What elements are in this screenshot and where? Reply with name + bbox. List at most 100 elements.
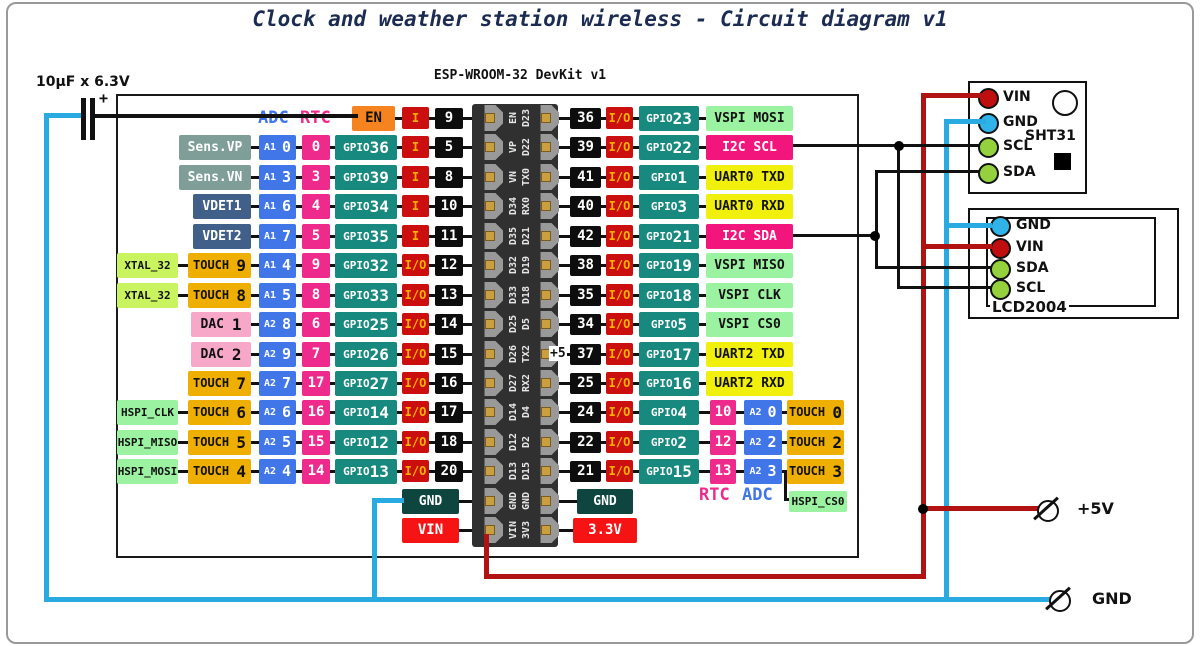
pin-box-i2c-scl: I2C SCL [706, 134, 793, 160]
header-pin-pad [540, 252, 559, 278]
sensor-opening-icon [1052, 90, 1078, 116]
sht31-name: SHT31 [1025, 128, 1076, 144]
pin-box-i-o: I/O [402, 460, 429, 482]
pin-box-a1-0: A1 0 [259, 134, 296, 160]
label-part: TOUCH [789, 405, 833, 419]
pin-box-i-o: I/O [402, 372, 429, 394]
pin-box-sens.vn: Sens.VN [179, 164, 251, 190]
pin-box-12: 12 [435, 254, 463, 276]
pin-box-25: 25 [570, 372, 601, 394]
label-part: 26 [369, 344, 389, 364]
adc-header-bottom: ADC [742, 485, 773, 505]
wire-sda-sht31-h [875, 170, 980, 173]
pin-box-i-o: I/O [606, 460, 633, 482]
pin-box-i-o: I/O [402, 284, 429, 306]
vin-pin-icon [978, 88, 999, 109]
label-part: GPIO [646, 347, 673, 361]
pin-box-a2-9: A2 9 [259, 341, 296, 367]
header-pin-pad [540, 370, 559, 396]
pin-box-a1-4: A1 4 [259, 252, 296, 278]
header-pin-pad [484, 105, 503, 131]
label-part: A2 [263, 318, 283, 330]
pin-box-14: 14 [435, 313, 463, 335]
label-part: GPIO [343, 288, 370, 302]
label-part: A2 [263, 377, 283, 389]
label-part: 2 [677, 432, 688, 452]
pin-box-3.3v: 3.3V [573, 517, 637, 543]
label-part: GPIO [343, 170, 370, 184]
header-pin-pad [540, 164, 559, 190]
label-part: GPIO [343, 405, 370, 419]
header-pin-pad [484, 429, 503, 455]
label-part: 12 [369, 432, 389, 452]
label-part: 5 [282, 286, 292, 304]
label-part: 2 [767, 433, 777, 451]
label-part: 3 [767, 462, 777, 480]
pad-center [485, 496, 495, 506]
pin-box-38: 38 [570, 254, 601, 276]
label-part: A1 [263, 289, 283, 301]
header-pin-pad [540, 134, 559, 160]
header-pin-pad [540, 193, 559, 219]
pin-box-touch-7: TOUCH 7 [188, 370, 251, 396]
pin-box-a1-6: A1 6 [259, 193, 296, 219]
gnd-pin-icon [990, 216, 1011, 237]
header-pin-pad [484, 223, 503, 249]
pin-box-uart2-rxd: UART2 RXD [706, 370, 793, 396]
label-part: 17 [672, 344, 692, 364]
pin-box-i: I [402, 136, 429, 158]
row-connector-left [121, 470, 474, 473]
pin-box-3: 3 [302, 164, 330, 190]
pad-center [541, 437, 551, 447]
pin-box-15: 15 [435, 343, 463, 365]
pin-box-16: 16 [435, 372, 463, 394]
label-part: A2 [263, 406, 283, 418]
pin-box-uart0-txd: UART0 TXD [706, 164, 793, 190]
label-part: 27 [369, 373, 389, 393]
sda-pin-icon [978, 163, 999, 184]
junction-dot [870, 231, 880, 241]
label-part: GPIO [650, 405, 678, 419]
pin-box-i-o: I/O [402, 401, 429, 423]
pad-center [541, 466, 551, 476]
label-part: 9 [236, 255, 246, 275]
pad-center [485, 142, 495, 152]
chip-pin-label: VIN [508, 520, 519, 540]
pin-box-i-o: I/O [402, 343, 429, 365]
pin-box-5: 5 [302, 223, 330, 249]
label-part: 33 [369, 285, 389, 305]
pin-box-i-o: I/O [606, 343, 633, 365]
rtc-header-bottom: RTC [699, 485, 730, 505]
label-part: GPIO [343, 258, 370, 272]
label-part: 8 [282, 315, 292, 333]
wire-vin-lcd-h [921, 244, 992, 249]
pin-box-touch-2: TOUCH 2 [787, 429, 844, 455]
pin-box-a2-5: A2 5 [259, 429, 296, 455]
label-part: GPIO [646, 464, 673, 478]
label-part: GPIO [650, 170, 678, 184]
pin-box-41: 41 [570, 166, 601, 188]
label-part: GPIO [646, 288, 673, 302]
label-part: TOUCH [193, 258, 237, 272]
hspi-cs0-bracket-h [784, 498, 791, 501]
header-pin-pad [484, 134, 503, 160]
scl-pin-icon [990, 279, 1011, 300]
row-connector-left [121, 294, 474, 297]
label-part: A1 [263, 230, 283, 242]
header-pin-pad [484, 458, 503, 484]
row-connector-left [121, 411, 474, 414]
wire-gnd-lcd-h [944, 223, 992, 228]
gnd-pin-label: GND [1003, 114, 1038, 130]
label-part: GPIO [343, 199, 370, 213]
pin-box-vdet1: VDET1 [193, 193, 251, 219]
